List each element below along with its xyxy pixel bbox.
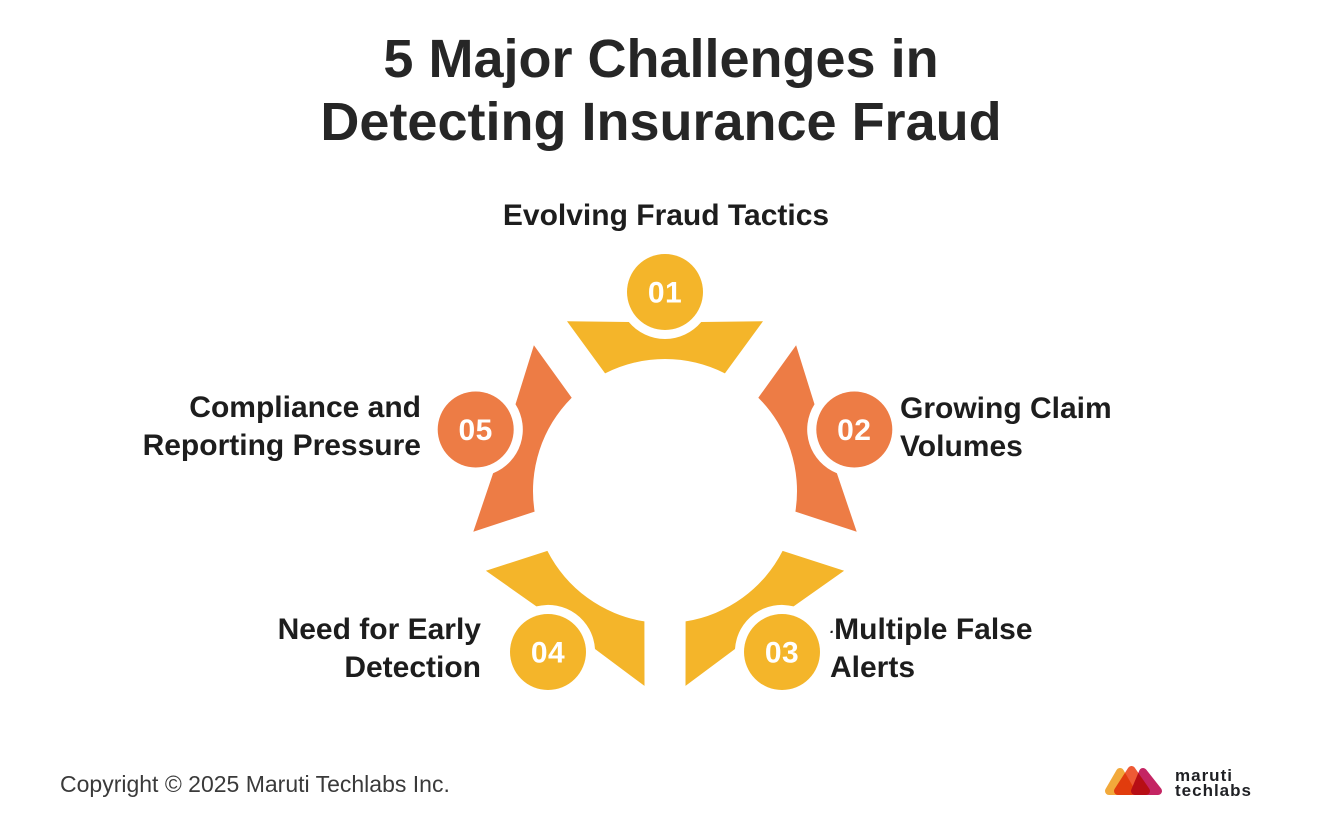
page-title: 5 Major Challenges in Detecting Insuranc…	[0, 28, 1322, 154]
segment-wedge-05	[473, 345, 572, 532]
segment-badge-04	[510, 614, 586, 690]
page-title-line2: Detecting Insurance Fraud	[320, 92, 1002, 152]
copyright-text: Copyright © 2025 Maruti Techlabs Inc.	[60, 771, 450, 797]
segment-badge-02	[816, 391, 893, 468]
segment-badge-05	[437, 391, 514, 468]
segment-badge-03	[744, 614, 820, 690]
page-title-line1: 5 Major Challenges in	[383, 29, 939, 89]
segment-badge-01	[627, 254, 703, 330]
logo-wordmark: maruti techlabs	[1175, 766, 1252, 800]
item-label-05-compliance-reporting-pressure: Compliance and Reporting Pressure	[142, 391, 421, 462]
logo-mountains-icon	[1105, 766, 1162, 795]
segment-number-02: 02	[837, 414, 871, 447]
segment-wedge-04	[485, 550, 645, 686]
segment-wedge-03	[685, 550, 845, 686]
segment-number-03: 03	[765, 637, 799, 670]
company-logo: maruti techlabs	[1102, 765, 1252, 801]
segment-number-04: 04	[531, 637, 565, 670]
item-label-01-evolving-fraud-tactics: Evolving Fraud Tactics	[502, 199, 830, 232]
segment-number-01: 01	[648, 277, 682, 310]
segment-number-05: 05	[459, 414, 493, 447]
segment-wedge-02	[758, 345, 857, 532]
item-label-04-need-for-early-detection: Need for Early Detection	[277, 613, 481, 684]
stray-dot: .	[830, 620, 835, 637]
segment-wedge-01	[567, 321, 763, 374]
item-label-03-multiple-false-alerts: .Multiple False Alerts	[830, 613, 1033, 684]
item-label-02-growing-claim-volumes: Growing Claim Volumes	[900, 392, 1112, 463]
